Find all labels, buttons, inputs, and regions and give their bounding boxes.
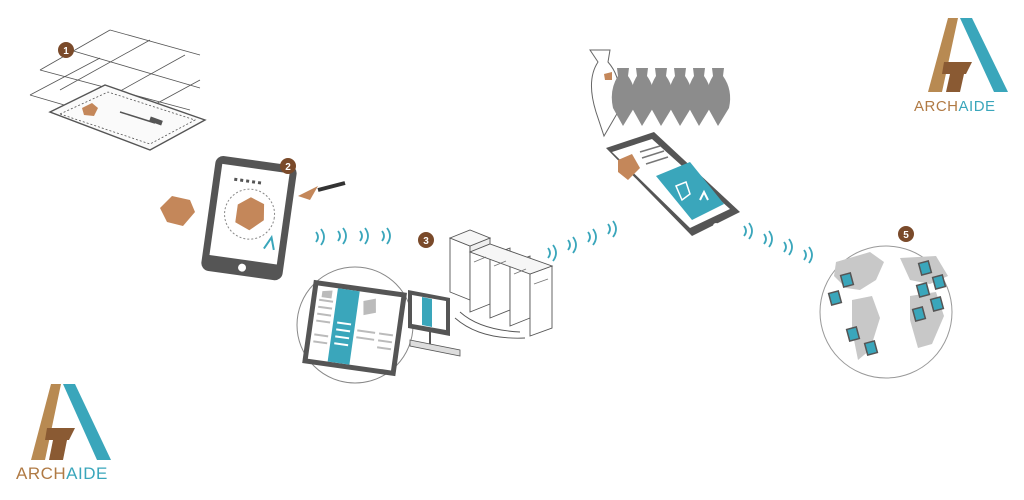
archaide-a-mark-icon: [928, 18, 1008, 92]
tablet-icon: [201, 156, 297, 281]
potsherd-icon: [160, 196, 195, 226]
trowel-icon: [298, 181, 346, 200]
archaide-logo-bottom-left: ARCHAIDE: [12, 380, 122, 490]
step-number-1: 1: [63, 46, 69, 57]
step-badge-2: 2: [280, 158, 296, 174]
monitor-icon: [408, 290, 461, 357]
step-number-3: 3: [423, 236, 429, 247]
logo-word-part1: ARCH: [914, 98, 959, 115]
wifi-waves-icon: [743, 222, 813, 264]
logo-word-part2: AIDE: [958, 98, 996, 115]
step-number-2: 2: [285, 162, 291, 173]
server-rack-icon: [448, 229, 554, 339]
globe-icon: [819, 245, 953, 379]
excavation-grid-icon: [29, 29, 207, 151]
step-number-5: 5: [903, 230, 909, 241]
step-badge-3: 3: [418, 232, 434, 248]
wifi-waves-icon: [547, 220, 617, 262]
archaide-logo-top-right: ARCHAIDE: [914, 12, 1014, 122]
logo-word-part2: AIDE: [66, 464, 108, 483]
archaide-a-mark-icon: [31, 384, 111, 460]
logo-word-part1: ARCH: [16, 464, 67, 483]
step-badge-5: 5: [898, 226, 914, 242]
potsherd-icon: [82, 103, 98, 116]
monitor-zoom-detail: [296, 266, 414, 384]
amphora-icon: [589, 49, 621, 138]
globe-device-markers: [827, 259, 947, 357]
tablet-icon: [606, 132, 740, 236]
amphora-row: [611, 68, 731, 126]
wifi-waves-icon: [315, 227, 391, 246]
step-badge-1: 1: [58, 42, 74, 58]
